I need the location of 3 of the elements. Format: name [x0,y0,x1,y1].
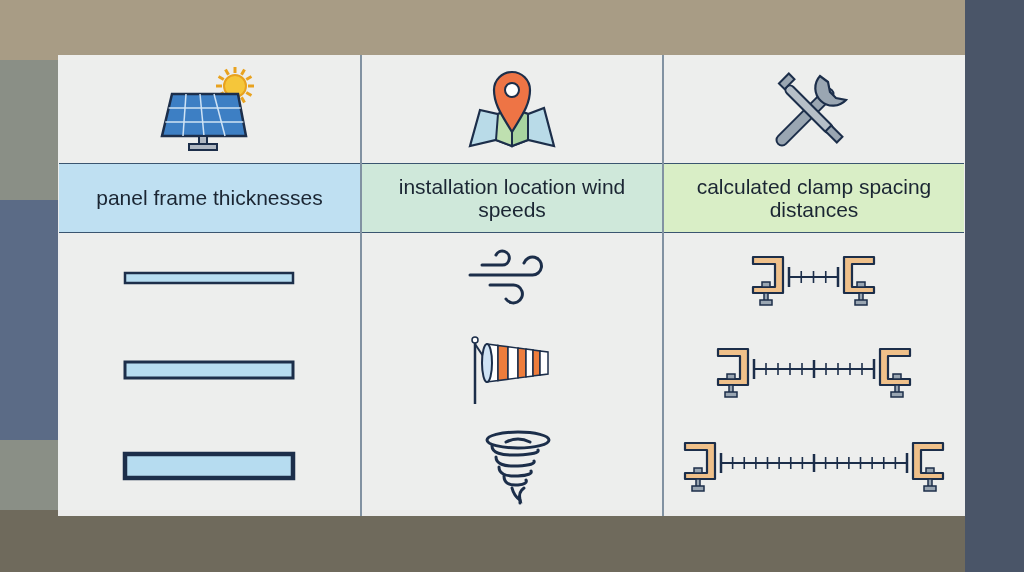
column-header: panel frame thicknesses [59,163,360,233]
column-header: installation location wind speeds [362,163,662,233]
column-header: calculated clamp spacing distances [664,163,964,233]
